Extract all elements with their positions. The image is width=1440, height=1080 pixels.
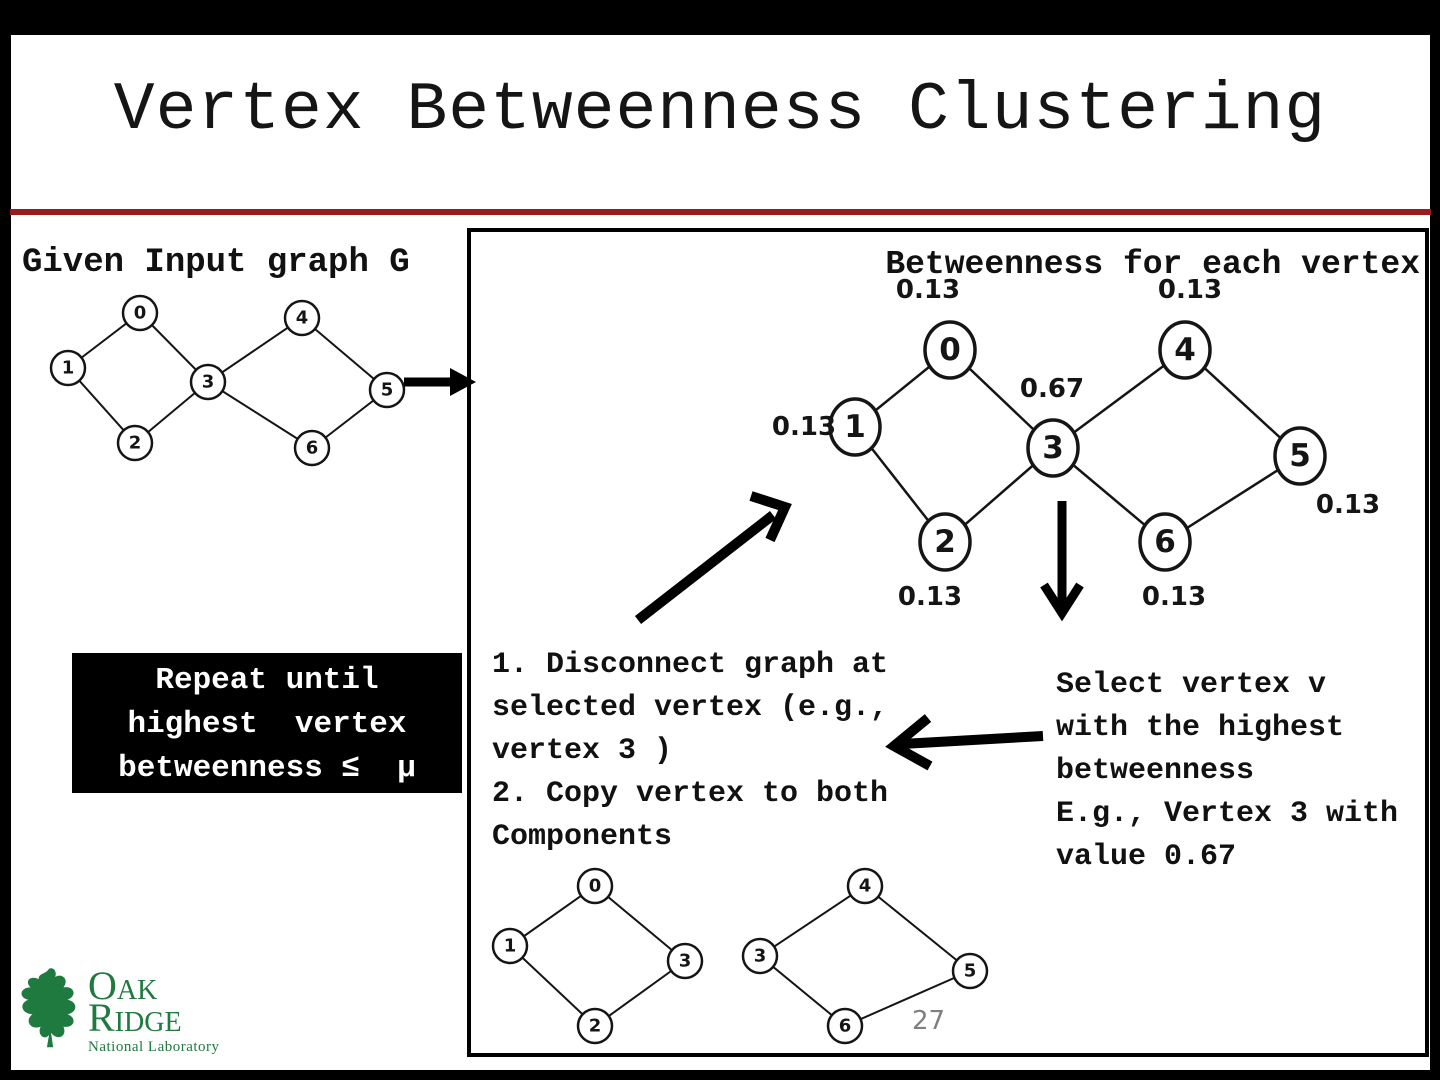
select-vertex-text: Select vertex v with the highest between…: [1056, 668, 1399, 874]
component-graph-left: 0 1 3 2: [491, 867, 704, 1045]
arrow-down-icon: [1040, 501, 1084, 622]
betweenness-header: Betweenness for each vertex: [885, 246, 1420, 283]
ornl-logo: Oak Ridge National Laboratory: [18, 964, 220, 1056]
svg-text:0.13: 0.13: [772, 412, 836, 442]
detail-box: [467, 228, 1429, 1057]
svg-text:4: 4: [296, 308, 309, 329]
logo-name-line2: Ridge: [88, 995, 182, 1040]
svg-text:3: 3: [1042, 430, 1064, 466]
svg-text:4: 4: [859, 876, 872, 897]
svg-text:0.13: 0.13: [896, 275, 960, 305]
logo-name-line1: Oak: [88, 963, 158, 1008]
svg-text:2: 2: [589, 1016, 602, 1037]
oak-leaf-icon: [21, 968, 76, 1048]
svg-text:5: 5: [1289, 438, 1311, 474]
svg-text:6: 6: [839, 1016, 852, 1037]
svg-text:6: 6: [1154, 524, 1176, 560]
svg-text:1: 1: [504, 936, 517, 957]
page-title: Vertex Betweenness Clustering: [113, 72, 1327, 149]
svg-text:2: 2: [934, 524, 956, 560]
svg-text:1: 1: [844, 409, 866, 445]
svg-text:0.13: 0.13: [1158, 275, 1222, 305]
svg-text:5: 5: [964, 961, 977, 982]
svg-text:0: 0: [134, 303, 147, 324]
svg-text:2: 2: [129, 433, 142, 454]
svg-text:3: 3: [754, 946, 767, 967]
svg-text:6: 6: [306, 438, 319, 459]
repeat-condition-box: Repeat until highest vertex betweenness …: [72, 653, 462, 793]
logo-subtitle: National Laboratory: [88, 1039, 220, 1055]
arrow-right-icon: [404, 368, 476, 396]
svg-text:0: 0: [589, 876, 602, 897]
page-number: 27: [912, 1006, 946, 1036]
svg-text:4: 4: [1174, 332, 1196, 368]
svg-text:5: 5: [381, 380, 394, 401]
svg-text:0: 0: [939, 332, 961, 368]
svg-text:1: 1: [62, 358, 75, 379]
svg-text:0.13: 0.13: [1316, 490, 1380, 520]
input-graph: 0 1 2 3 4 5 6: [49, 294, 406, 467]
title-divider: [10, 209, 1431, 215]
svg-text:3: 3: [679, 951, 692, 972]
disconnect-steps-text: 1. Disconnect graph at selected vertex (…: [492, 648, 889, 854]
svg-text:0.67: 0.67: [1020, 374, 1084, 404]
svg-text:0.13: 0.13: [898, 582, 962, 612]
arrow-left-icon: [885, 714, 1044, 771]
component-graph-right: 4 3 5 6: [741, 867, 989, 1045]
svg-text:3: 3: [202, 372, 215, 393]
svg-text:0.13: 0.13: [1142, 582, 1206, 612]
input-graph-label: Given Input graph G: [22, 244, 410, 282]
arrow-up-right-icon: [634, 491, 792, 624]
